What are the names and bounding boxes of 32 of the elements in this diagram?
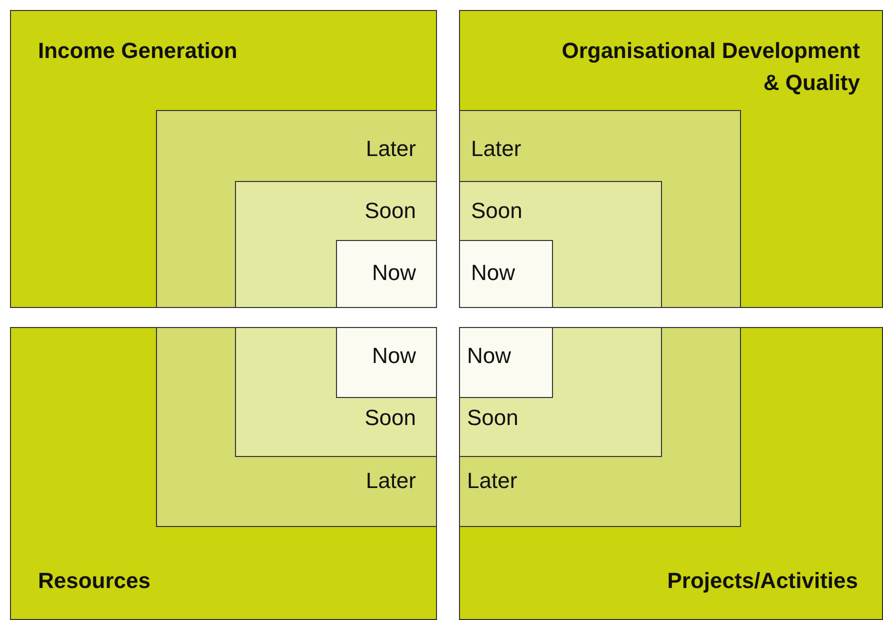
zone-label: Soon	[364, 197, 416, 225]
zone-label: Now	[471, 259, 516, 287]
zone-label: Later	[364, 135, 416, 163]
zone-label: Soon	[364, 404, 416, 432]
soon-zone	[235, 327, 437, 457]
quadrant-panel	[10, 327, 437, 620]
quadrant-title: Projects/Activities	[666, 567, 858, 595]
zone-label: Now	[467, 342, 512, 370]
quadrant-panel	[459, 327, 883, 620]
zone-label: Later	[471, 135, 522, 163]
zone-label: Later	[364, 467, 416, 495]
zone-label: Soon	[467, 404, 520, 432]
now-zone	[459, 327, 553, 398]
quadrant-title: Resources	[38, 567, 152, 595]
now-zone	[459, 240, 553, 308]
quadrant-title: Income Generation	[38, 37, 238, 65]
now-zone	[336, 327, 437, 398]
soon-zone	[459, 181, 662, 308]
zone-label: Later	[467, 467, 518, 495]
quadrant-title: Organisational Development & Quality	[560, 37, 860, 97]
zone-label: Now	[370, 259, 416, 287]
later-zone	[156, 327, 437, 527]
quadrant-panel	[459, 10, 883, 308]
soon-zone	[459, 327, 662, 457]
later-zone	[459, 110, 741, 308]
zone-label: Now	[370, 342, 416, 370]
quadrant-panel	[10, 10, 437, 308]
soon-zone	[235, 181, 437, 308]
later-zone	[459, 327, 741, 527]
later-zone	[156, 110, 437, 308]
now-zone	[336, 240, 437, 308]
zone-label: Soon	[471, 197, 524, 225]
